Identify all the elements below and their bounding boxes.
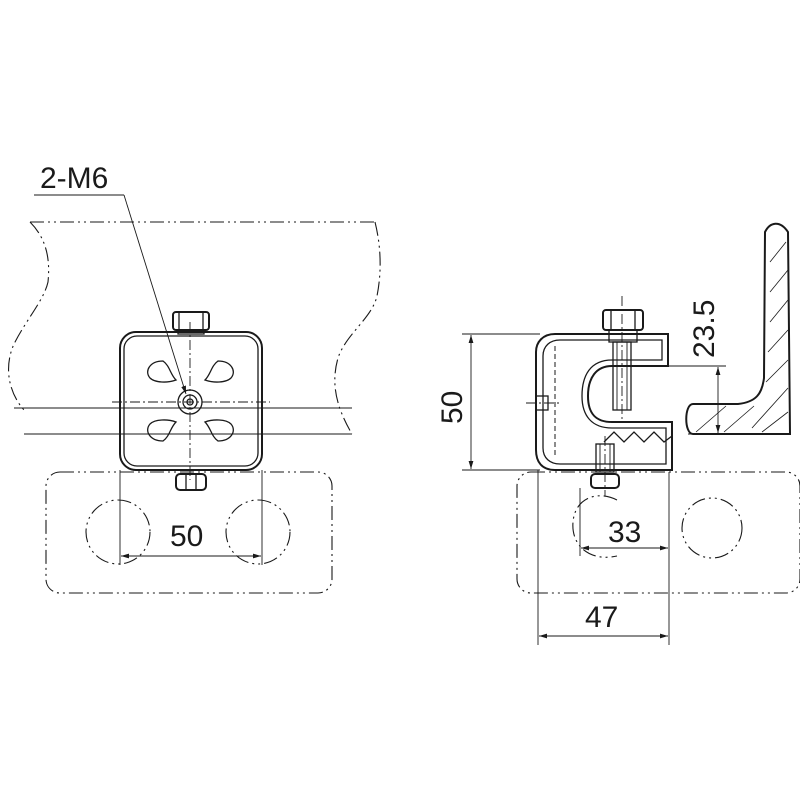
dim-front-width: 50	[119, 470, 263, 565]
hatch-lines	[695, 241, 789, 433]
dim-side-inner-width-label: 33	[608, 516, 641, 549]
dim-side-offset: 23.5	[640, 300, 726, 435]
dim-side-height: 50	[436, 333, 540, 471]
top-bolt-side	[602, 296, 644, 420]
callout-label: 2-M6	[40, 162, 108, 195]
dim-side-height-label: 50	[436, 391, 469, 424]
channel-rail-side	[516, 471, 800, 594]
dim-side-overall-width-label: 47	[585, 601, 618, 634]
side-view: 50 23.5 33 47	[436, 222, 800, 645]
clamp-body-side	[526, 333, 673, 471]
dim-front-width-label: 50	[170, 520, 203, 553]
dim-side-inner-width: 33	[579, 472, 670, 645]
top-bolt-front	[172, 311, 210, 335]
beam-section-hatched	[685, 222, 792, 435]
dim-side-overall-width: 47	[537, 470, 668, 645]
beam-flange-outline	[8, 221, 381, 435]
dim-side-offset-label: 23.5	[688, 300, 721, 358]
callout-2m6: 2-M6	[34, 162, 187, 395]
channel-rail-front	[45, 471, 333, 594]
bottom-bolt-side	[590, 436, 620, 496]
front-view: 2-M6 50	[8, 162, 381, 594]
clamp-body-front	[112, 322, 270, 480]
bottom-nut-front	[175, 473, 207, 491]
